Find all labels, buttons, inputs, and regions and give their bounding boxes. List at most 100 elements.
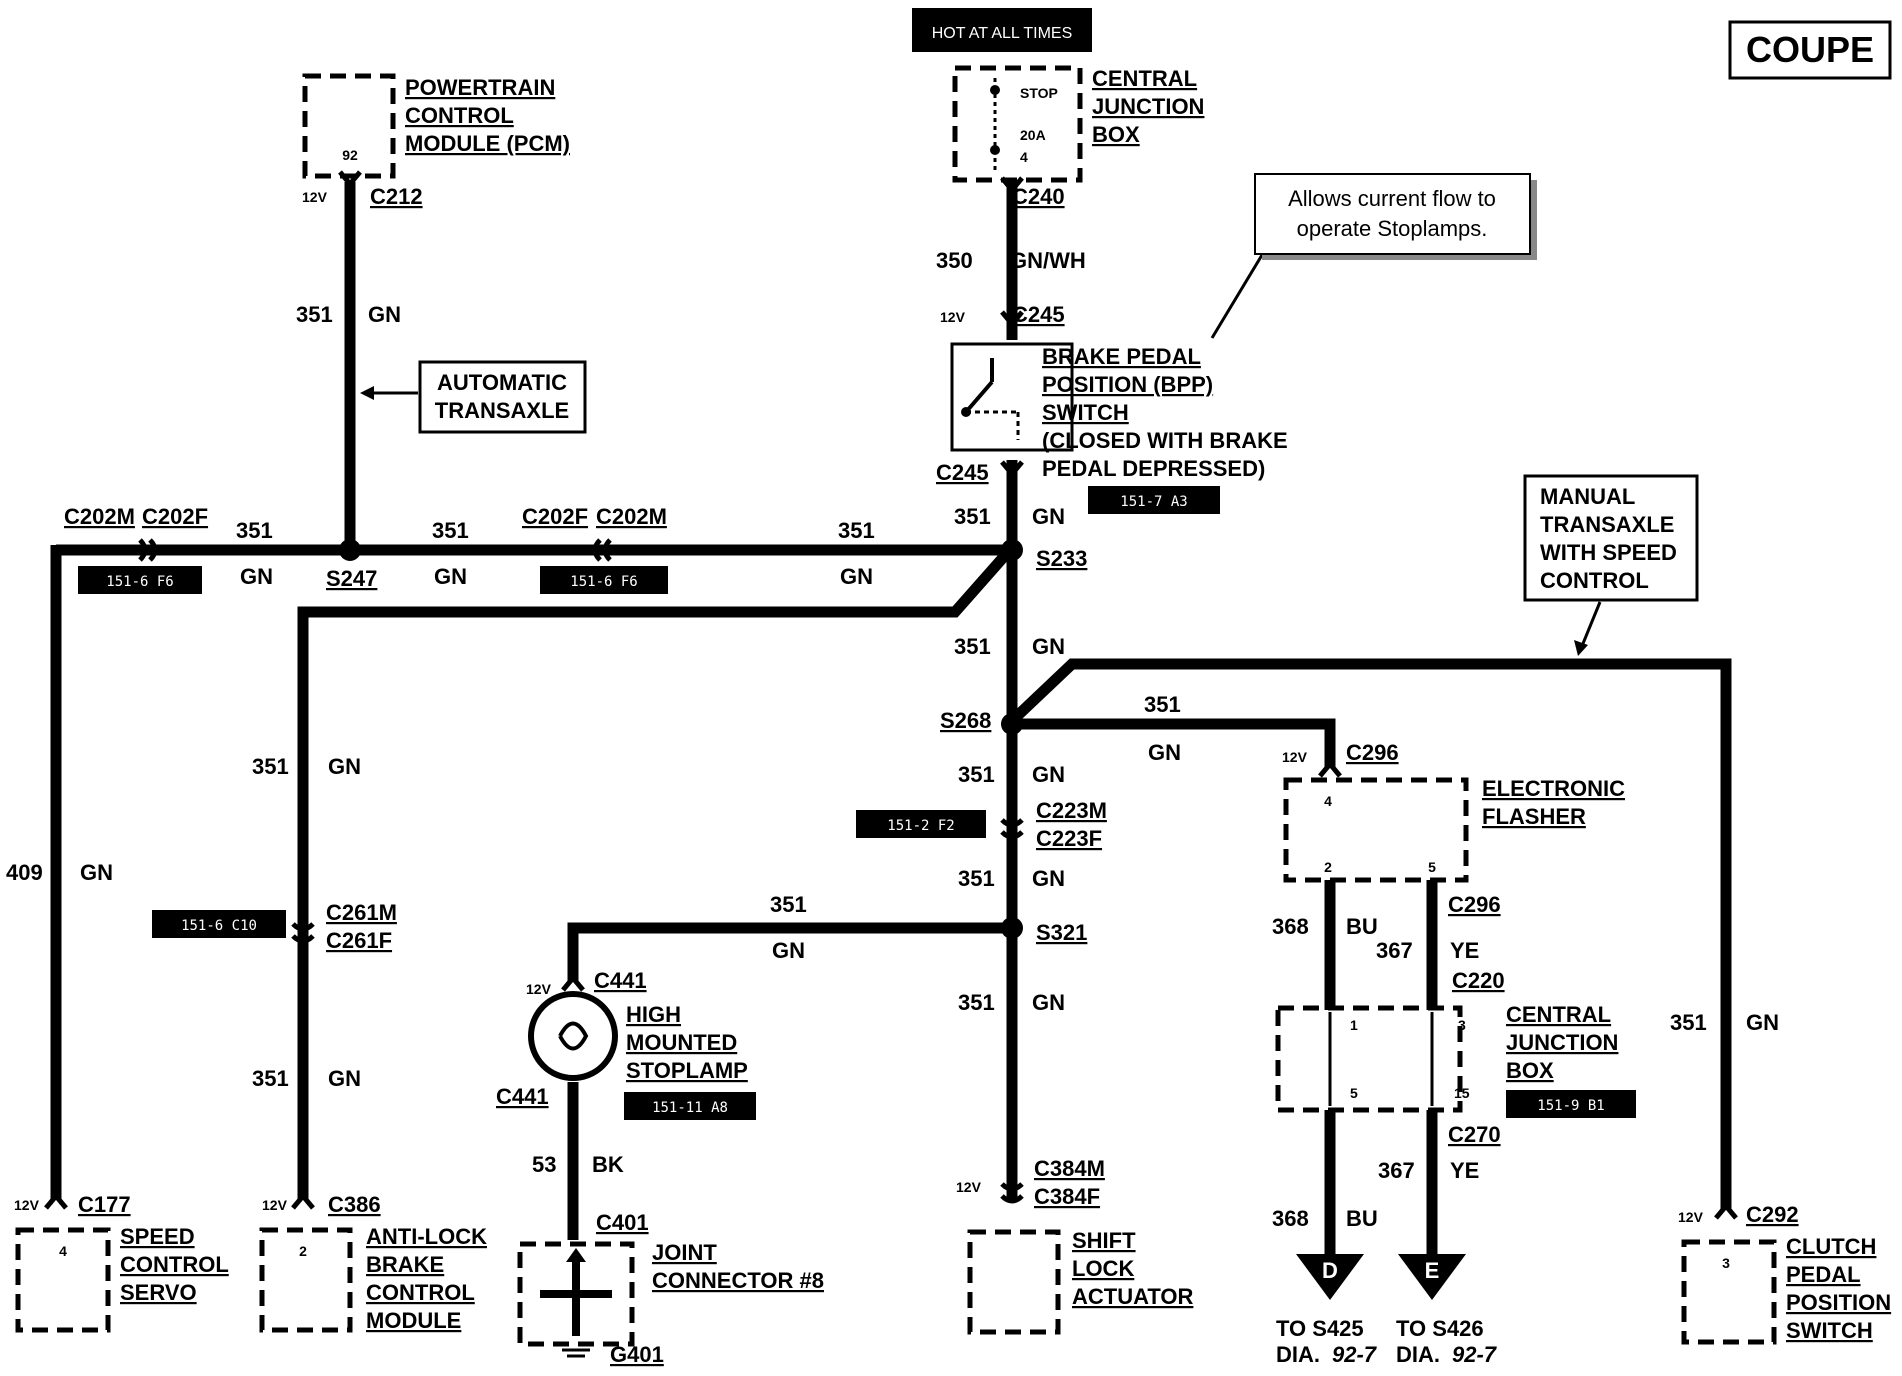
svg-text:151-6 C10: 151-6 C10 <box>181 918 257 934</box>
svg-text:12V: 12V <box>956 1179 982 1195</box>
svg-text:151-2 F2: 151-2 F2 <box>887 818 954 834</box>
splice-s247 <box>339 539 361 561</box>
svg-text:E: E <box>1425 1258 1440 1283</box>
svg-text:5: 5 <box>1350 1085 1358 1101</box>
offpage-connector-d: D TO S425 DIA. 92-7 <box>1276 1254 1378 1367</box>
svg-text:2: 2 <box>1324 859 1332 875</box>
svg-text:GN: GN <box>1032 866 1065 891</box>
svg-text:4: 4 <box>1324 793 1332 809</box>
svg-text:C270: C270 <box>1448 1122 1501 1147</box>
svg-text:C261F: C261F <box>326 928 392 953</box>
coupe-badge: COUPE <box>1728 20 1892 80</box>
svg-text:351: 351 <box>958 866 995 891</box>
svg-text:GN: GN <box>772 938 805 963</box>
svg-text:C245: C245 <box>1012 302 1065 327</box>
svg-text:S268: S268 <box>940 708 991 733</box>
svg-text:GN: GN <box>328 1066 361 1091</box>
svg-text:92: 92 <box>342 147 358 163</box>
svg-text:GN: GN <box>1032 762 1065 787</box>
svg-text:351: 351 <box>236 518 273 543</box>
svg-text:POSITION: POSITION <box>1786 1290 1891 1315</box>
svg-text:AUTOMATIC: AUTOMATIC <box>437 370 567 395</box>
svg-text:92-7: 92-7 <box>1332 1342 1378 1367</box>
svg-text:GN/WH: GN/WH <box>1010 248 1086 273</box>
svg-text:GN: GN <box>1032 634 1065 659</box>
shift-lock-actuator: SHIFT LOCK ACTUATOR <box>967 1228 1194 1335</box>
svg-text:C220: C220 <box>1452 968 1505 993</box>
svg-text:367: 367 <box>1376 938 1413 963</box>
svg-text:368: 368 <box>1272 914 1309 939</box>
svg-text:CONTROL: CONTROL <box>366 1280 475 1305</box>
svg-text:351: 351 <box>252 754 289 779</box>
svg-text:1: 1 <box>1350 1017 1358 1033</box>
svg-text:C441: C441 <box>496 1084 549 1109</box>
svg-text:3: 3 <box>1458 1017 1466 1033</box>
svg-text:C261M: C261M <box>326 900 397 925</box>
svg-text:ELECTRONIC: ELECTRONIC <box>1482 776 1625 801</box>
svg-text:STOPLAMP: STOPLAMP <box>626 1058 748 1083</box>
svg-text:12V: 12V <box>1282 749 1308 765</box>
svg-text:SHIFT: SHIFT <box>1072 1228 1136 1253</box>
svg-text:C384M: C384M <box>1034 1156 1105 1181</box>
abs-module: 2 ANTI-LOCK BRAKE CONTROL MODULE <box>259 1224 487 1333</box>
speed-control-servo: 4 SPEED CONTROL SERVO <box>15 1224 229 1333</box>
svg-text:(CLOSED WITH BRAKE: (CLOSED WITH BRAKE <box>1042 428 1288 453</box>
svg-text:5: 5 <box>1428 859 1436 875</box>
svg-text:JUNCTION: JUNCTION <box>1092 94 1204 119</box>
svg-text:D: D <box>1322 1258 1338 1283</box>
svg-text:351: 351 <box>296 302 333 327</box>
svg-text:HOT AT ALL TIMES: HOT AT ALL TIMES <box>932 25 1073 42</box>
svg-text:151-7 A3: 151-7 A3 <box>1120 494 1187 510</box>
connector-labels: C212 C240 C245 C245 C202M C202F C202F C2… <box>64 184 1799 1367</box>
svg-text:MODULE: MODULE <box>366 1308 461 1333</box>
svg-text:12V: 12V <box>302 189 328 205</box>
svg-text:12V: 12V <box>940 309 966 325</box>
svg-text:GN: GN <box>1746 1010 1779 1035</box>
voltage-labels: 12V 12V 12V 12V 12V 12V 12V 12V <box>14 189 1704 1225</box>
svg-text:CENTRAL: CENTRAL <box>1092 66 1197 91</box>
svg-text:GN: GN <box>368 302 401 327</box>
svg-text:GN: GN <box>80 860 113 885</box>
svg-text:GN: GN <box>434 564 467 589</box>
svg-text:12V: 12V <box>14 1197 40 1213</box>
splice-s321 <box>1001 917 1023 939</box>
svg-text:C384F: C384F <box>1034 1184 1100 1209</box>
bpp-switch: BRAKE PEDAL POSITION (BPP) SWITCH (CLOSE… <box>950 342 1288 481</box>
svg-text:409: 409 <box>6 860 43 885</box>
svg-text:G401: G401 <box>610 1342 664 1367</box>
clutch-pedal-position-switch: 3 CLUTCH PEDAL POSITION SWITCH <box>1681 1234 1891 1345</box>
svg-text:PEDAL DEPRESSED): PEDAL DEPRESSED) <box>1042 456 1265 481</box>
svg-text:351: 351 <box>1670 1010 1707 1035</box>
svg-text:S233: S233 <box>1036 546 1087 571</box>
svg-text:SERVO: SERVO <box>120 1280 197 1305</box>
svg-text:92-7: 92-7 <box>1452 1342 1498 1367</box>
svg-text:12V: 12V <box>526 981 552 997</box>
svg-text:PEDAL: PEDAL <box>1786 1262 1861 1287</box>
callout-automatic-transaxle: AUTOMATIC TRANSAXLE <box>360 360 587 434</box>
svg-text:C401: C401 <box>596 1210 649 1235</box>
svg-text:YE: YE <box>1450 1158 1479 1183</box>
svg-text:STOP: STOP <box>1020 85 1058 101</box>
svg-text:BK: BK <box>592 1152 624 1177</box>
svg-text:351: 351 <box>432 518 469 543</box>
svg-text:151-6 F6: 151-6 F6 <box>570 574 637 590</box>
svg-text:C441: C441 <box>594 968 647 993</box>
svg-text:C177: C177 <box>78 1192 131 1217</box>
svg-text:COUPE: COUPE <box>1746 29 1874 70</box>
svg-text:TRANSAXLE: TRANSAXLE <box>1540 512 1674 537</box>
callout-manual-transaxle: MANUAL TRANSAXLE WITH SPEED CONTROL <box>1523 474 1699 656</box>
svg-text:BRAKE PEDAL: BRAKE PEDAL <box>1042 344 1201 369</box>
svg-text:GN: GN <box>328 754 361 779</box>
svg-text:SWITCH: SWITCH <box>1042 400 1129 425</box>
svg-text:151-9 B1: 151-9 B1 <box>1537 1098 1604 1114</box>
svg-text:C202F: C202F <box>522 504 588 529</box>
central-junction-box-bottom: 1 3 5 15 CENTRAL JUNCTION BOX <box>1275 1002 1618 1113</box>
svg-text:MOUNTED: MOUNTED <box>626 1030 737 1055</box>
svg-text:C292: C292 <box>1746 1202 1799 1227</box>
svg-text:20A: 20A <box>1020 127 1046 143</box>
wires <box>50 182 1732 1260</box>
svg-text:DIA.: DIA. <box>1396 1342 1440 1367</box>
svg-text:C386: C386 <box>328 1192 381 1217</box>
svg-text:351: 351 <box>954 634 991 659</box>
svg-text:53: 53 <box>532 1152 556 1177</box>
